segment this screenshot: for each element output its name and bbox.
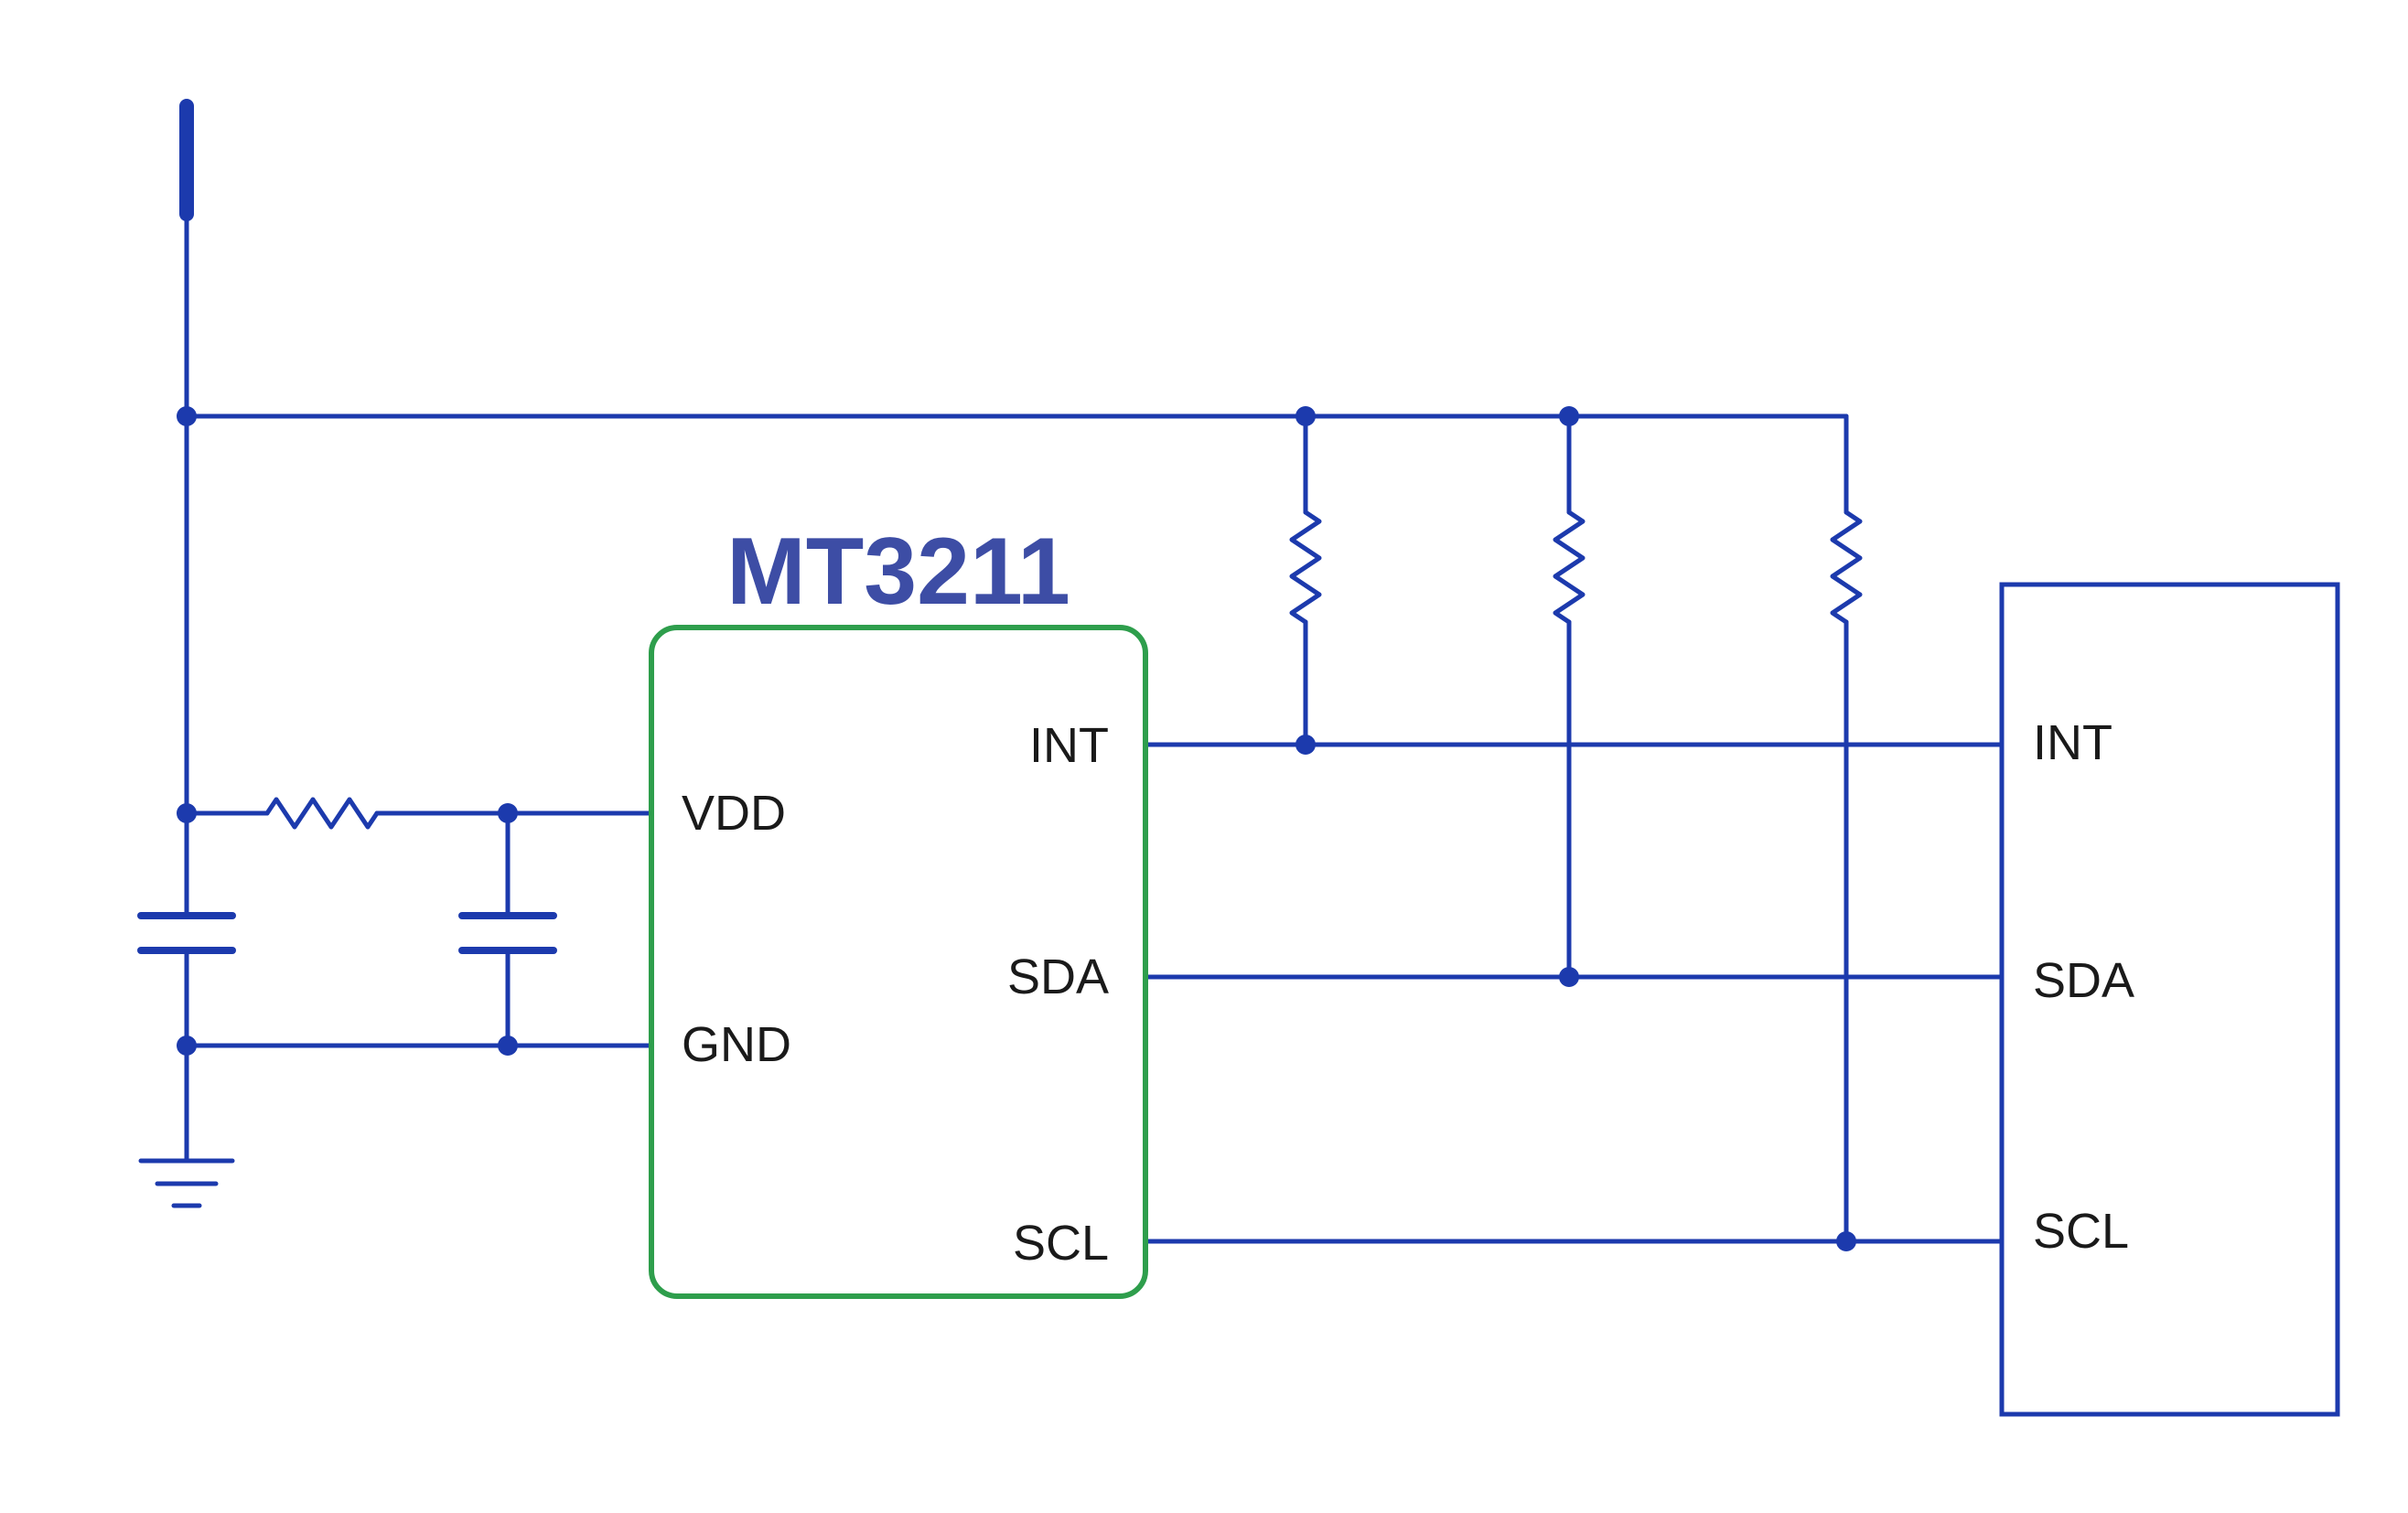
- junction-dot: [1295, 735, 1316, 755]
- junction-dot: [1559, 967, 1579, 987]
- pullup-resistor-sda: [1553, 413, 1586, 980]
- pin-label-vdd: VDD: [682, 786, 786, 841]
- series-resistor-vdd: [184, 797, 654, 830]
- junction-dot: [498, 1035, 518, 1056]
- pin-label-int: INT: [1029, 718, 1109, 773]
- mt3211-chip-body: [649, 625, 1148, 1299]
- pullup-resistor-scl: [1830, 413, 1863, 1244]
- junction-dot: [498, 803, 518, 823]
- bypass-capacitor-1: [137, 912, 236, 954]
- pin-label-sda: SDA: [1007, 950, 1109, 1004]
- pullup-resistor-int: [1289, 413, 1322, 747]
- host-pin-label-sda: SDA: [2033, 953, 2134, 1008]
- pin-label-scl: SCL: [1013, 1216, 1109, 1271]
- junction-dots: [177, 406, 1856, 1251]
- ground-symbol: [138, 1158, 235, 1208]
- junction-dot: [1836, 1231, 1856, 1251]
- junction-dot: [1559, 406, 1579, 426]
- pin-label-gnd: GND: [682, 1017, 791, 1072]
- chip-title: MT3211: [726, 519, 1070, 625]
- junction-dot: [177, 1035, 197, 1056]
- host-chip-body: [1999, 582, 2340, 1417]
- junction-dot: [177, 406, 197, 426]
- host-pin-label-scl: SCL: [2033, 1204, 2129, 1259]
- junction-dot: [177, 803, 197, 823]
- bypass-capacitor-2: [458, 810, 557, 1048]
- host-pin-label-int: INT: [2033, 715, 2112, 770]
- junction-dot: [1295, 406, 1316, 426]
